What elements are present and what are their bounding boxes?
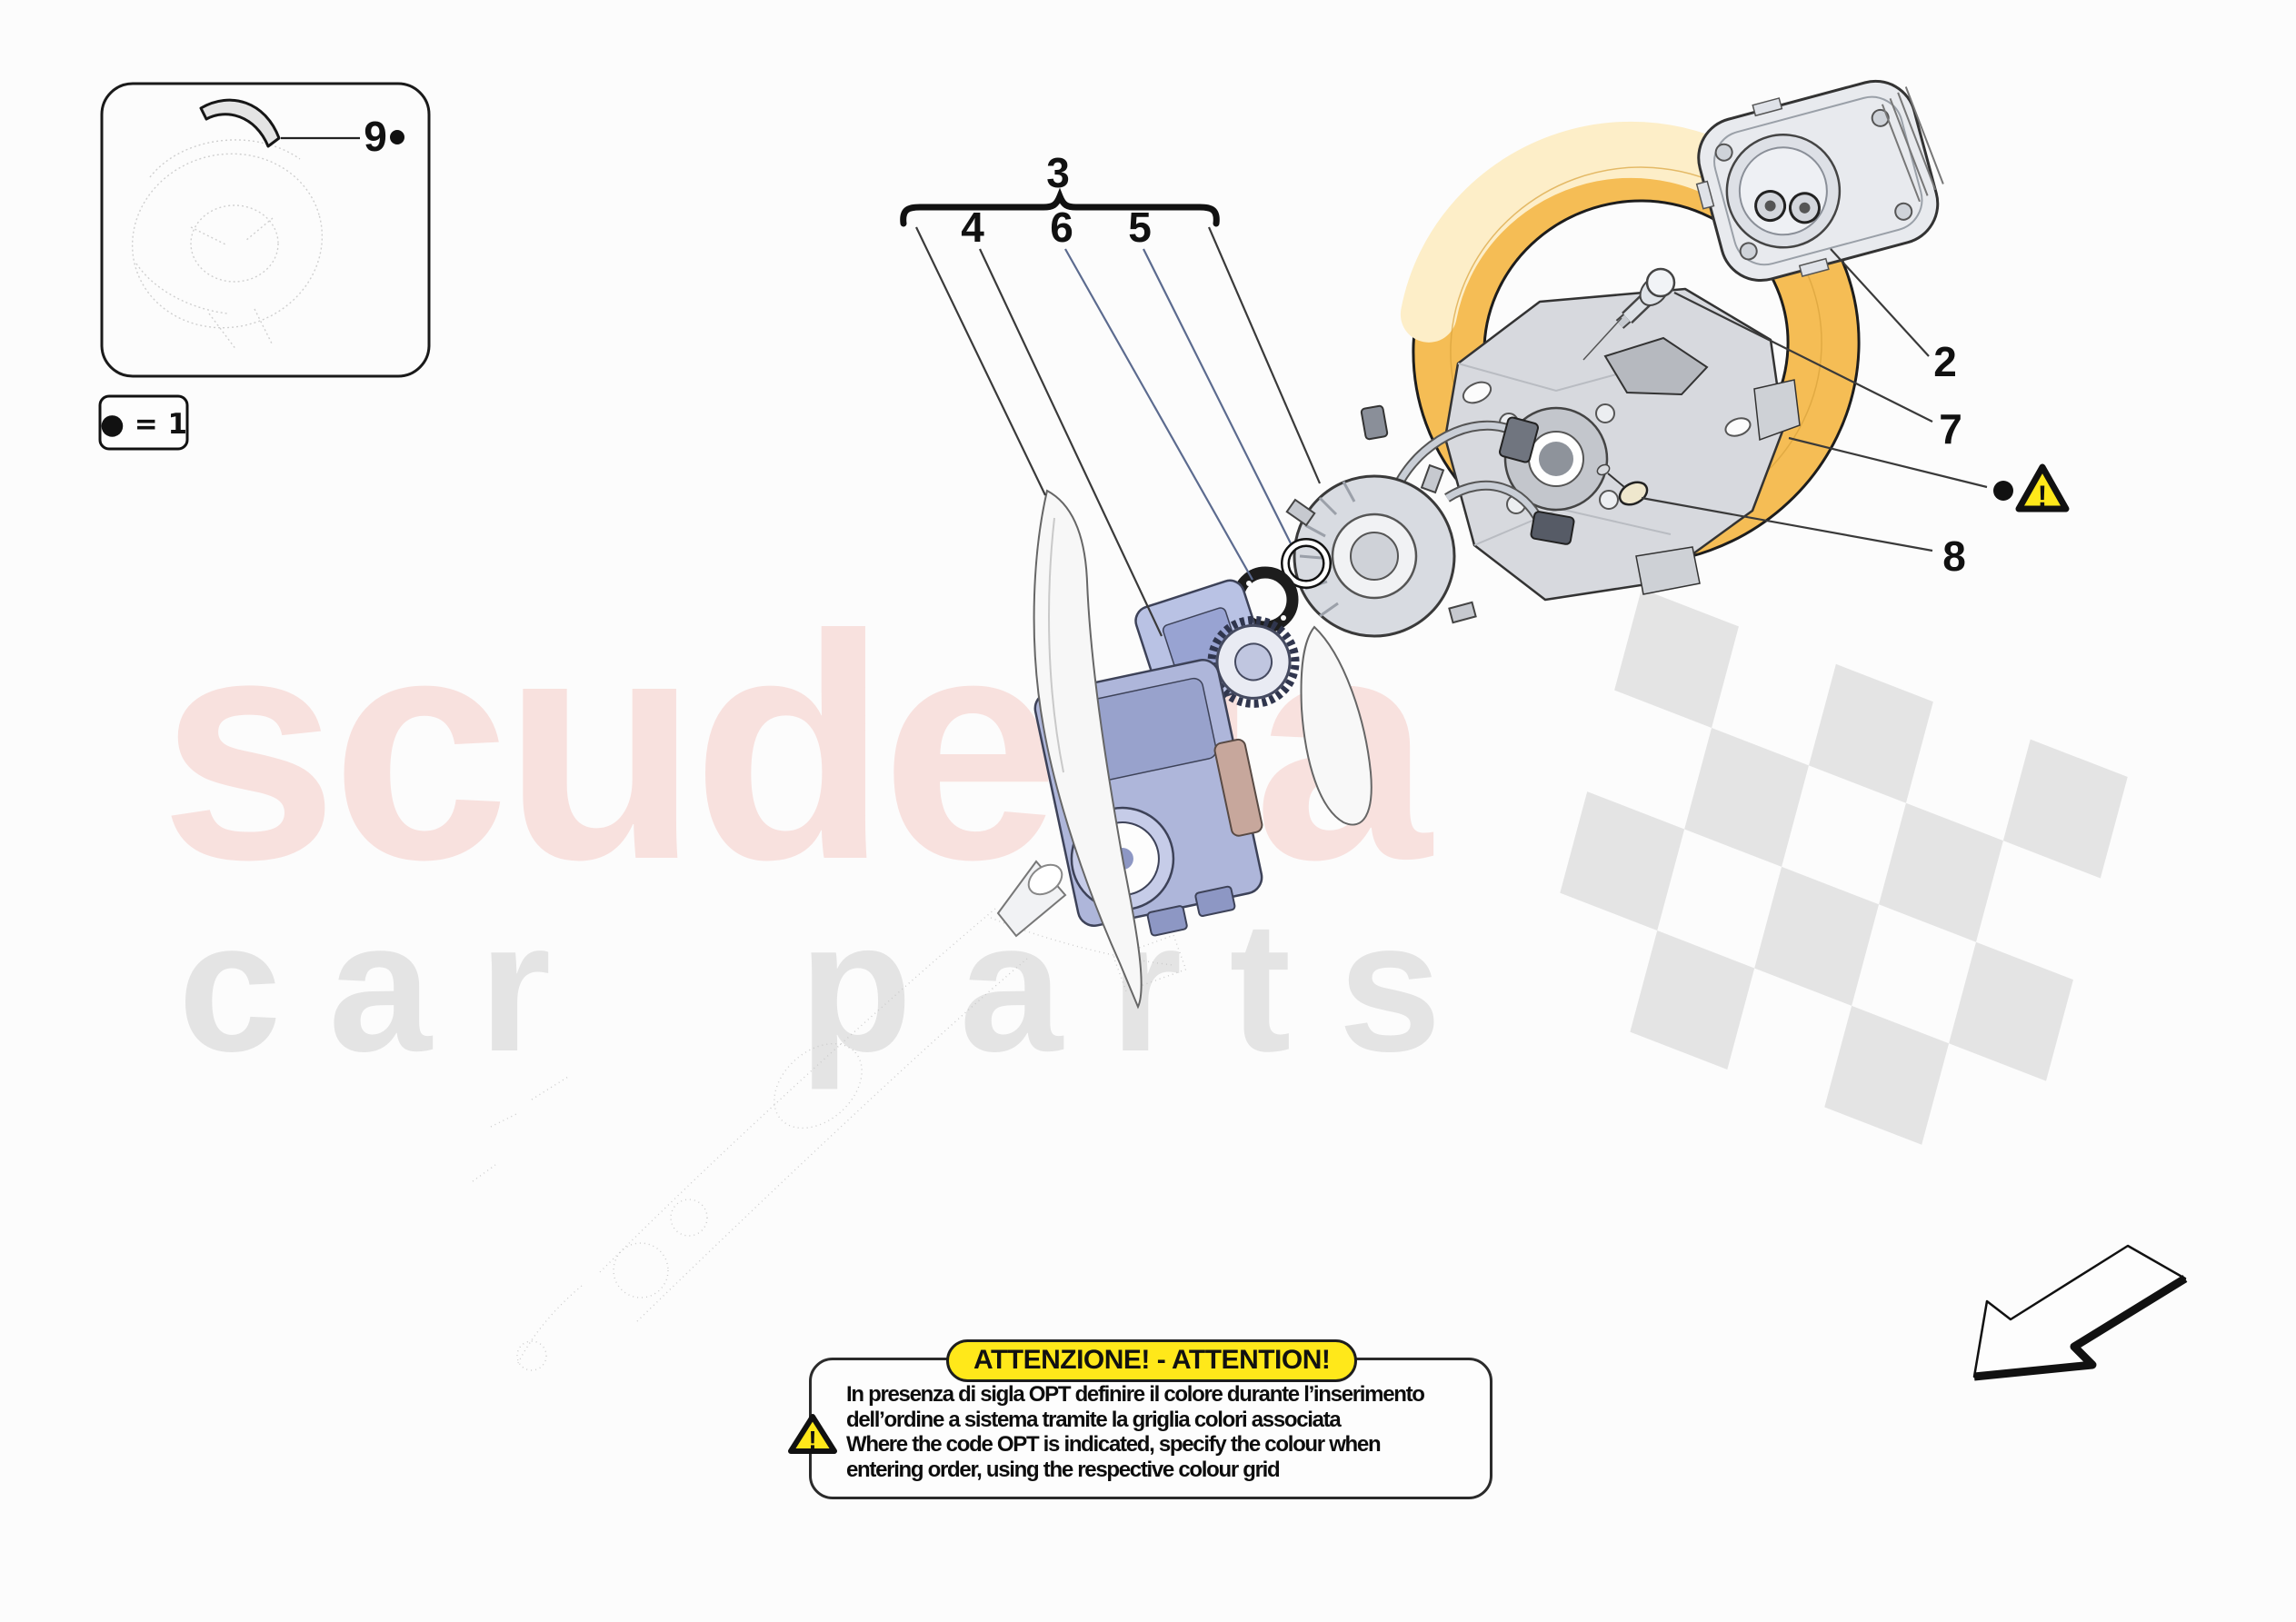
top-connector-stub [1360,404,1389,441]
leader-line-8 [1641,496,1933,552]
leader-line-7 [1673,292,1933,423]
wire-harness [1445,482,1543,523]
checkered-flag-graphic [1560,589,2128,1145]
attention-title-pill: ATTENZIONE! - ATTENTION! [946,1339,1358,1382]
callout-6: 6 [1050,204,1073,251]
callout-3: 3 [1046,149,1070,196]
column-lamp-cone [996,860,1067,938]
callout-8: 8 [1942,532,1966,580]
attention-note-box: ATTENZIONE! - ATTENTION! ! In presenza d… [788,1339,1492,1499]
clock-spring-assembly [1285,404,1575,638]
callout-5: 5 [1128,204,1152,251]
right-shift-paddle [1300,625,1373,826]
airbag-screw-post [1714,143,1733,162]
group-callout-3: 3 4 6 5 [900,149,1220,251]
attention-text-line: dell’ordine a sistema tramite la griglia… [846,1407,1342,1432]
clock-spring-core [1350,532,1399,581]
hub-bolt-hole [1595,403,1615,423]
part-8-cap [1618,481,1649,506]
switch-side-bracket [1213,738,1263,837]
hub-bolt-hole [1599,490,1619,510]
fixing-bolt [1582,267,1676,361]
switch-connector [1146,905,1188,937]
airbag-connector-pin [1799,202,1811,214]
o-ring-body [1283,540,1330,587]
harness-connector [1499,416,1539,463]
airbag-rib-vents [1881,86,1944,203]
part-8-cap-hole [1596,463,1611,476]
airbag-screw-post [1871,108,1890,127]
ghost-steering-column-sketch [472,908,1187,1371]
harness-connector [1530,511,1575,545]
airbag-clip [1695,180,1715,210]
wheel-spoke-bottom [1635,546,1701,595]
bullet-dot-icon [1993,481,2013,501]
o-ring [1281,538,1332,589]
leader-line-2 [1830,248,1930,357]
gasket-notch [1246,581,1252,586]
watermark-carparts: car parts [178,883,1489,1090]
wheel-spoke-right [1753,379,1801,442]
leader-line-5 [1143,248,1292,544]
sensor-ring-core [1234,642,1273,682]
housing-tab [1420,463,1445,494]
legend-quantity-note: ● = 1 [100,408,187,441]
callout-2: 2 [1933,338,1957,385]
inset-detail-box: 9 [100,82,431,378]
bolt-axis-line [1582,317,1622,361]
attention-text-line: In presenza di sigla OPT definire il col… [846,1382,1425,1407]
airbag-clip [1752,97,1783,117]
bullet-dot-icon [390,130,404,144]
wire-harness [1396,422,1518,483]
callout-7: 7 [1939,405,1962,453]
leader-line-group-right [1207,226,1322,484]
hub-clamp-bracket [1603,336,1709,396]
warning-exclamation: ! [808,1426,816,1454]
hub-splined-bore [1539,442,1573,476]
direction-arrow-icon [1972,1244,2188,1381]
leader-line-group-left [915,226,1046,496]
inset-box-border [100,82,431,378]
airbag-module [1695,79,1944,283]
callout-4: 4 [961,204,984,251]
warning-triangle-icon: ! [788,1414,837,1454]
housing-tab [1285,498,1316,527]
part-9-trim-piece [199,98,281,148]
bolt-head [1645,267,1676,298]
housing-tab [1448,601,1477,624]
bracket-3 [900,187,1220,227]
leader-lines [915,226,1988,637]
legend-box: ● = 1 [98,394,189,451]
airbag-clip [1798,257,1830,277]
arrow-shadow-edge [1973,1275,2188,1381]
leader-line-opt-dot [1788,436,1988,489]
legend-box-border [98,394,189,451]
leader-line-4 [979,248,1163,637]
hub-slot [1724,417,1752,437]
switch-connector [1194,885,1236,918]
bolt-tip [1617,314,1630,328]
ghost-wheel-sketch [131,139,324,351]
gasket-notch [1281,615,1286,621]
attention-text-line: entering order, using the respective col… [846,1457,1281,1482]
warning-exclamation: ! [2038,480,2048,512]
leader-line-6 [1064,248,1253,581]
warning-triangle-icon: ! [2015,463,2070,512]
attention-text-line: Where the code OPT is indicated, specify… [846,1432,1382,1457]
hub-slot [1462,381,1492,404]
airbag-inner-edge [1713,95,1923,266]
left-shift-paddle [1033,489,1143,1010]
left-paddle-contour [1048,517,1064,773]
callout-9: 9 [364,113,387,160]
airbag-connector-pin [1764,200,1776,212]
airbag-screw-post [1894,202,1913,221]
hub-armature-plate [1443,287,1785,602]
part-8-cap-pin [1607,473,1625,488]
airbag-screw-post [1739,242,1758,261]
steering-wheel-hub [1443,287,1801,602]
